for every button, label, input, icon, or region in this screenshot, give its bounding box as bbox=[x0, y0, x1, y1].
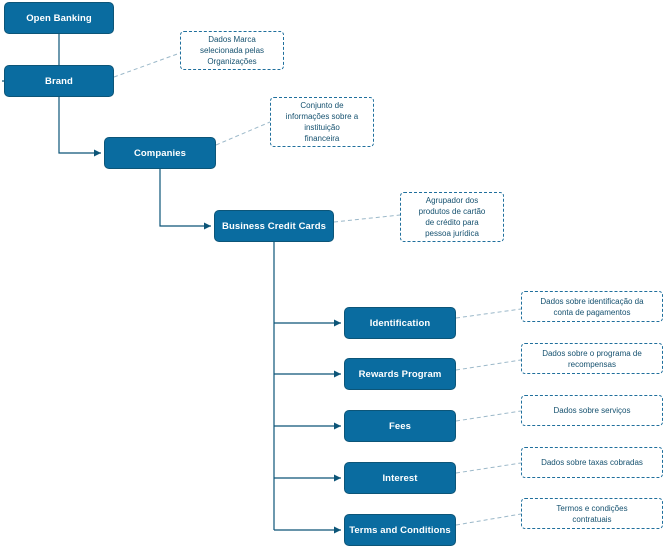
node-brand[interactable]: Brand bbox=[4, 65, 114, 97]
note-text: Agrupador dos produtos de cartão de créd… bbox=[418, 196, 486, 238]
node-fees[interactable]: Fees bbox=[344, 410, 456, 442]
note-business-credit-cards: Agrupador dos produtos de cartão de créd… bbox=[400, 192, 504, 242]
leader-identification-note bbox=[455, 308, 522, 319]
leader-brand-note bbox=[113, 52, 181, 78]
node-label: Open Banking bbox=[26, 12, 92, 24]
note-text: Conjunto de informações sobre a institui… bbox=[285, 101, 359, 143]
node-label: Interest bbox=[382, 472, 418, 484]
note-brand: Dados Marca selecionada pelas Organizaçõ… bbox=[180, 31, 284, 70]
node-label: Companies bbox=[133, 147, 187, 159]
node-business-credit-cards[interactable]: Business Credit Cards bbox=[214, 210, 334, 242]
note-companies: Conjunto de informações sobre a institui… bbox=[270, 97, 374, 147]
note-rewards-program: Dados sobre o programa de recompensas bbox=[521, 343, 663, 374]
node-identification[interactable]: Identification bbox=[344, 307, 456, 339]
note-interest: Dados sobre taxas cobradas bbox=[521, 447, 663, 478]
note-text: Dados sobre identificação da conta de pa… bbox=[540, 296, 644, 317]
node-open-banking[interactable]: Open Banking bbox=[4, 2, 114, 34]
note-fees: Dados sobre serviços bbox=[521, 395, 663, 426]
node-label: Brand bbox=[45, 75, 73, 87]
node-label: Identification bbox=[369, 317, 431, 329]
note-terms-and-conditions: Termos e condições contratuais bbox=[521, 498, 663, 529]
node-interest[interactable]: Interest bbox=[344, 462, 456, 494]
leader-terms-note bbox=[455, 513, 522, 526]
edge-brand-companies bbox=[58, 97, 101, 157]
leader-bcc-note bbox=[333, 214, 401, 223]
note-text: Termos e condições contratuais bbox=[556, 503, 628, 524]
node-companies[interactable]: Companies bbox=[104, 137, 216, 169]
edge-companies-bcc bbox=[159, 169, 211, 230]
leader-fees-note bbox=[455, 410, 522, 422]
node-rewards-program[interactable]: Rewards Program bbox=[344, 358, 456, 390]
node-label: Business Credit Cards bbox=[222, 220, 326, 232]
node-terms-and-conditions[interactable]: Terms and Conditions bbox=[344, 514, 456, 546]
node-label: Fees bbox=[388, 420, 412, 432]
note-text: Dados sobre serviços bbox=[553, 406, 631, 415]
leader-companies-note bbox=[215, 121, 271, 146]
leader-rewards-note bbox=[455, 359, 522, 371]
note-text: Dados Marca selecionada pelas Organizaçõ… bbox=[199, 35, 265, 66]
node-label: Rewards Program bbox=[358, 368, 442, 380]
note-text: Dados sobre o programa de recompensas bbox=[542, 348, 642, 369]
leader-interest-note bbox=[455, 462, 522, 474]
node-label: Terms and Conditions bbox=[349, 524, 451, 536]
note-text: Dados sobre taxas cobradas bbox=[541, 458, 643, 467]
note-identification: Dados sobre identificação da conta de pa… bbox=[521, 291, 663, 322]
